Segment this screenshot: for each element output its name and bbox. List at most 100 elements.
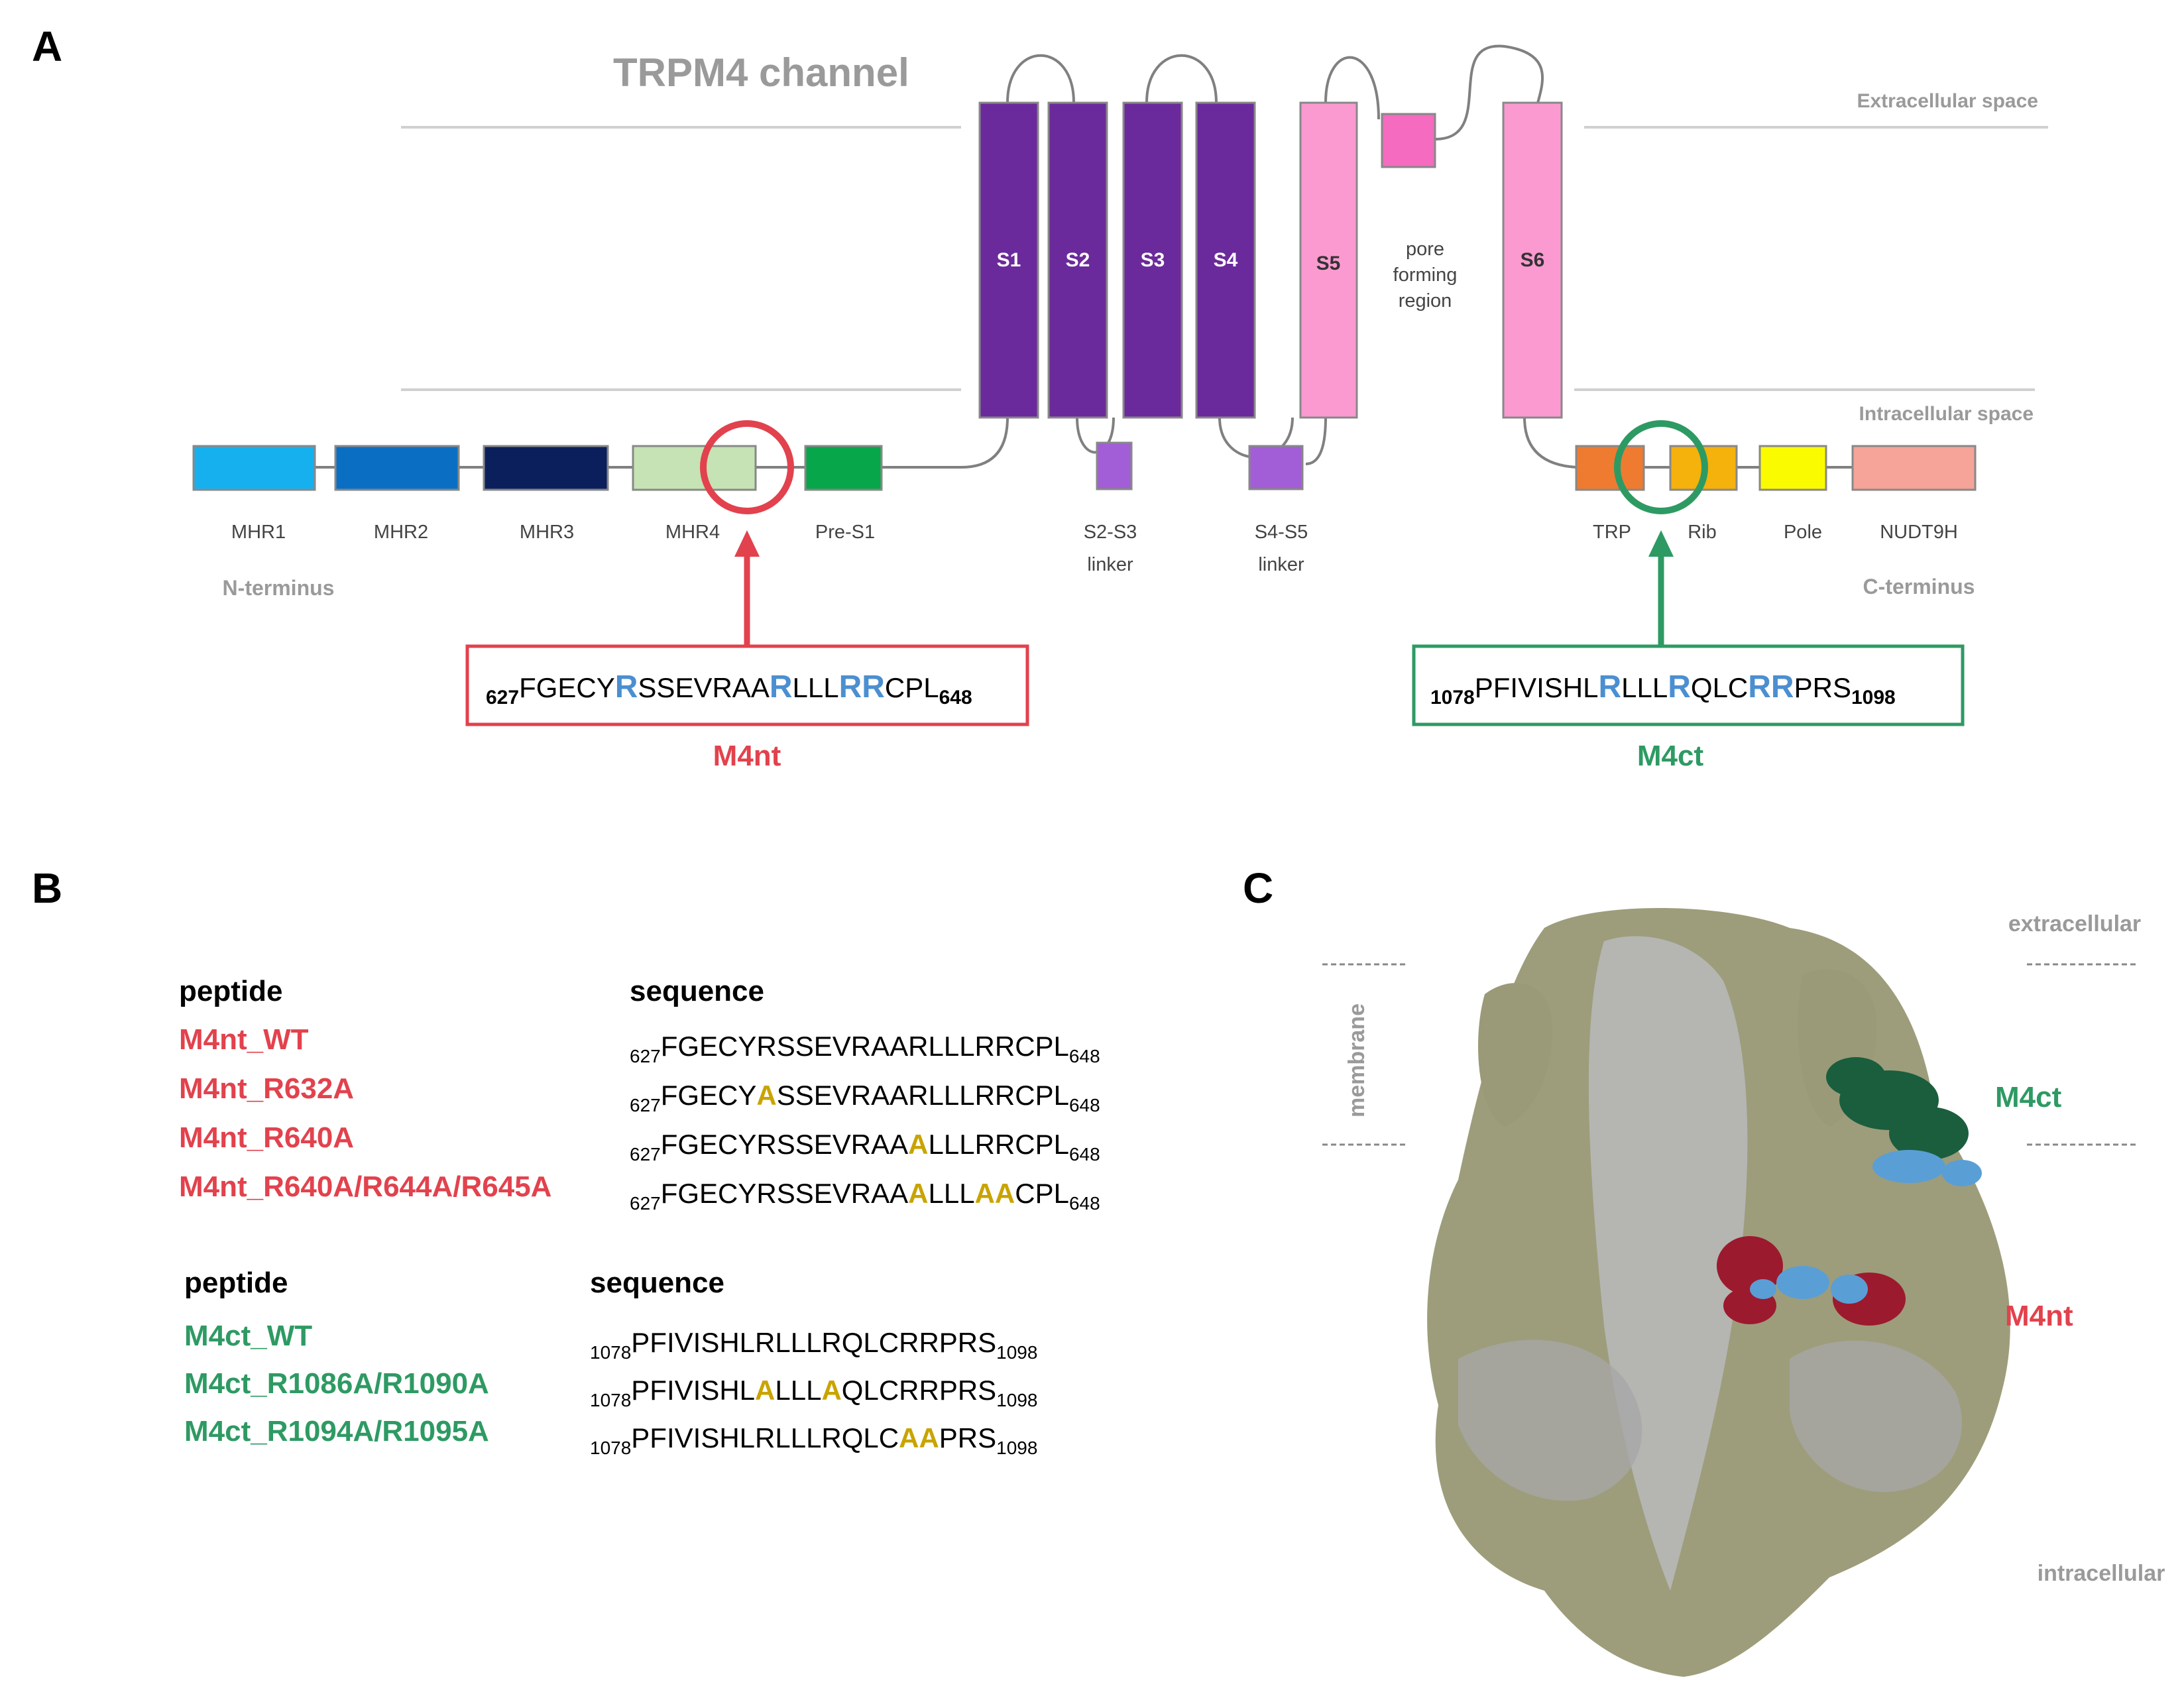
segment-s5: S5 <box>1299 101 1358 419</box>
residue-end-number: 648 <box>1069 1095 1100 1115</box>
m4nt-label: M4nt <box>713 740 781 772</box>
domain-trp: TRP <box>1575 445 1645 543</box>
residue-start-number: 1078 <box>590 1438 631 1458</box>
linker-s4-s5: S4-S5 linker <box>1248 445 1308 575</box>
peptide-sequence: 1078PFIVISHLALLLAQLCRRPRS1098 <box>590 1375 1037 1410</box>
peptide-name: M4nt_R640A/R644A/R645A <box>179 1170 551 1203</box>
n-terminus-label: N-terminus <box>223 576 335 600</box>
domain-nudt9h: NUDT9H <box>1851 445 1977 543</box>
extracellular-space-label: Extracellular space <box>1857 90 2038 112</box>
sequence-segment: PRS <box>1794 672 1851 703</box>
residue-start-number: 1078 <box>1430 687 1475 709</box>
sequence-segment: FGECY <box>661 1080 757 1111</box>
sequence-segment: FGECYRSSEVRAA <box>661 1129 908 1160</box>
sequence-segment: LLL <box>775 1375 821 1406</box>
protein-structure <box>1427 908 2010 1677</box>
sequence-segment: LLL <box>1621 672 1668 703</box>
m4ct-spheres <box>1826 1057 1982 1186</box>
svg-text:linker: linker <box>1258 554 1304 575</box>
sequence-segment: PFIVISHLRLLLRQLC <box>631 1422 899 1453</box>
residue-end-number: 1098 <box>996 1390 1037 1410</box>
sequence-segment: LLL <box>793 672 839 703</box>
domain-mhr3: MHR3 <box>483 445 609 543</box>
peptide-sequence: 627FGECYASSEVRAARLLLRRCPL648 <box>630 1080 1100 1115</box>
peptide-name: M4ct_R1086A/R1090A <box>184 1367 489 1400</box>
svg-text:S6: S6 <box>1521 249 1545 271</box>
sequence-segment: PRS <box>939 1422 996 1453</box>
highlighted-residues: A <box>821 1375 841 1406</box>
svg-text:TRP: TRP <box>1593 522 1631 543</box>
panel-c-label: C <box>1243 864 1273 912</box>
intracellular-label: intracellular <box>2038 1561 2165 1586</box>
svg-text:MHR4: MHR4 <box>665 522 720 543</box>
svg-text:NUDT9H: NUDT9H <box>1880 522 1958 543</box>
m4nt-structure-label: M4nt <box>2005 1300 2073 1332</box>
svg-text:S5: S5 <box>1316 253 1341 274</box>
svg-text:MHR2: MHR2 <box>374 522 428 543</box>
highlighted-residues: AA <box>975 1178 1015 1209</box>
residue-end-number: 648 <box>1069 1193 1100 1214</box>
domain-pre-s1: Pre-S1 <box>804 445 883 543</box>
segment-s4: S4 <box>1195 101 1256 419</box>
pore-label-1: pore <box>1406 239 1444 260</box>
extracellular-label: extracellular <box>2008 911 2141 937</box>
svg-text:Rib: Rib <box>1688 522 1717 543</box>
residue-end-number: 1098 <box>996 1438 1037 1458</box>
peptide-sequence: 1078PFIVISHLRLLLRQLCAAPRS1098 <box>590 1422 1037 1458</box>
peptide-header-nt: peptide <box>179 975 282 1007</box>
sequence-segment: PFIVISHLRLLLRQLCRRPRS <box>631 1327 996 1358</box>
residue-start-number: 1078 <box>590 1342 631 1363</box>
sequence-segment: SSEVRAARLLLRRCPL <box>777 1080 1069 1111</box>
residue-start-number: 627 <box>630 1095 661 1115</box>
residue-start-number: 627 <box>630 1046 661 1066</box>
m4ct-label: M4ct <box>1637 740 1704 772</box>
nt-sequence-text: 627FGECYRSSEVRAARLLLRRCPL648 <box>486 669 972 709</box>
panel-b-label: B <box>32 864 62 912</box>
svg-text:S2-S3: S2-S3 <box>1084 522 1137 543</box>
sequence-segment: QLC <box>1691 672 1748 703</box>
sequence-segment: PFIVISHL <box>1475 672 1599 703</box>
peptide-sequence: 627FGECYRSSEVRAAALLLAACPL648 <box>630 1178 1100 1214</box>
svg-text:MHR1: MHR1 <box>231 522 286 543</box>
channel-title: TRPM4 channel <box>613 50 909 95</box>
nt-arrow-head <box>734 530 760 557</box>
svg-text:S2: S2 <box>1066 249 1090 271</box>
domain-mhr1: MHR1 <box>192 445 316 543</box>
segment-s6: S6 <box>1502 101 1563 419</box>
highlighted-residues: RR <box>1748 669 1794 705</box>
peptide-table-nt: M4nt_WT627FGECYRSSEVRAARLLLRRCPL648M4nt_… <box>179 1023 1100 1214</box>
intracellular-space-label: Intracellular space <box>1859 403 2034 425</box>
panel-a-label: A <box>32 23 62 70</box>
highlighted-residues: R <box>770 669 793 705</box>
highlighted-residues: A <box>755 1375 775 1406</box>
highlighted-residues: A <box>908 1178 928 1209</box>
residue-end-number: 648 <box>1069 1046 1100 1066</box>
peptide-sequence: 1078PFIVISHLRLLLRQLCRRPRS1098 <box>590 1327 1037 1363</box>
highlighted-residues: R <box>1668 669 1691 705</box>
residue-end-number: 1098 <box>996 1342 1037 1363</box>
highlighted-residues: A <box>756 1080 776 1111</box>
sequence-header-ct: sequence <box>590 1267 724 1299</box>
nt-sequence-box <box>465 644 1029 726</box>
nt-highlight-circle <box>700 420 794 514</box>
highlighted-residues: A <box>908 1129 928 1160</box>
sequence-segment: PFIVISHL <box>631 1375 755 1406</box>
residue-start-number: 627 <box>486 687 519 709</box>
peptide-name: M4nt_WT <box>179 1023 309 1056</box>
sequence-segment: CPL <box>1015 1178 1069 1209</box>
ct-highlight-circle <box>1614 420 1708 514</box>
sequence-segment: CPL <box>885 672 939 703</box>
highlighted-residues: AA <box>899 1422 939 1453</box>
m4nt-spheres <box>1717 1236 1906 1326</box>
peptide-name: M4nt_R640A <box>179 1121 354 1154</box>
svg-text:S4: S4 <box>1214 249 1238 271</box>
sequence-segment: LLL <box>929 1178 975 1209</box>
pore-label-2: forming <box>1393 264 1458 286</box>
segment-s1: S1 <box>978 101 1039 419</box>
residue-end-number: 1098 <box>1851 687 1896 709</box>
segment-s2: S2 <box>1047 101 1108 419</box>
peptide-sequence: 627FGECYRSSEVRAAALLLRRCPL648 <box>630 1129 1100 1164</box>
residue-start-number: 1078 <box>590 1390 631 1410</box>
domain-mhr4: MHR4 <box>632 445 757 543</box>
